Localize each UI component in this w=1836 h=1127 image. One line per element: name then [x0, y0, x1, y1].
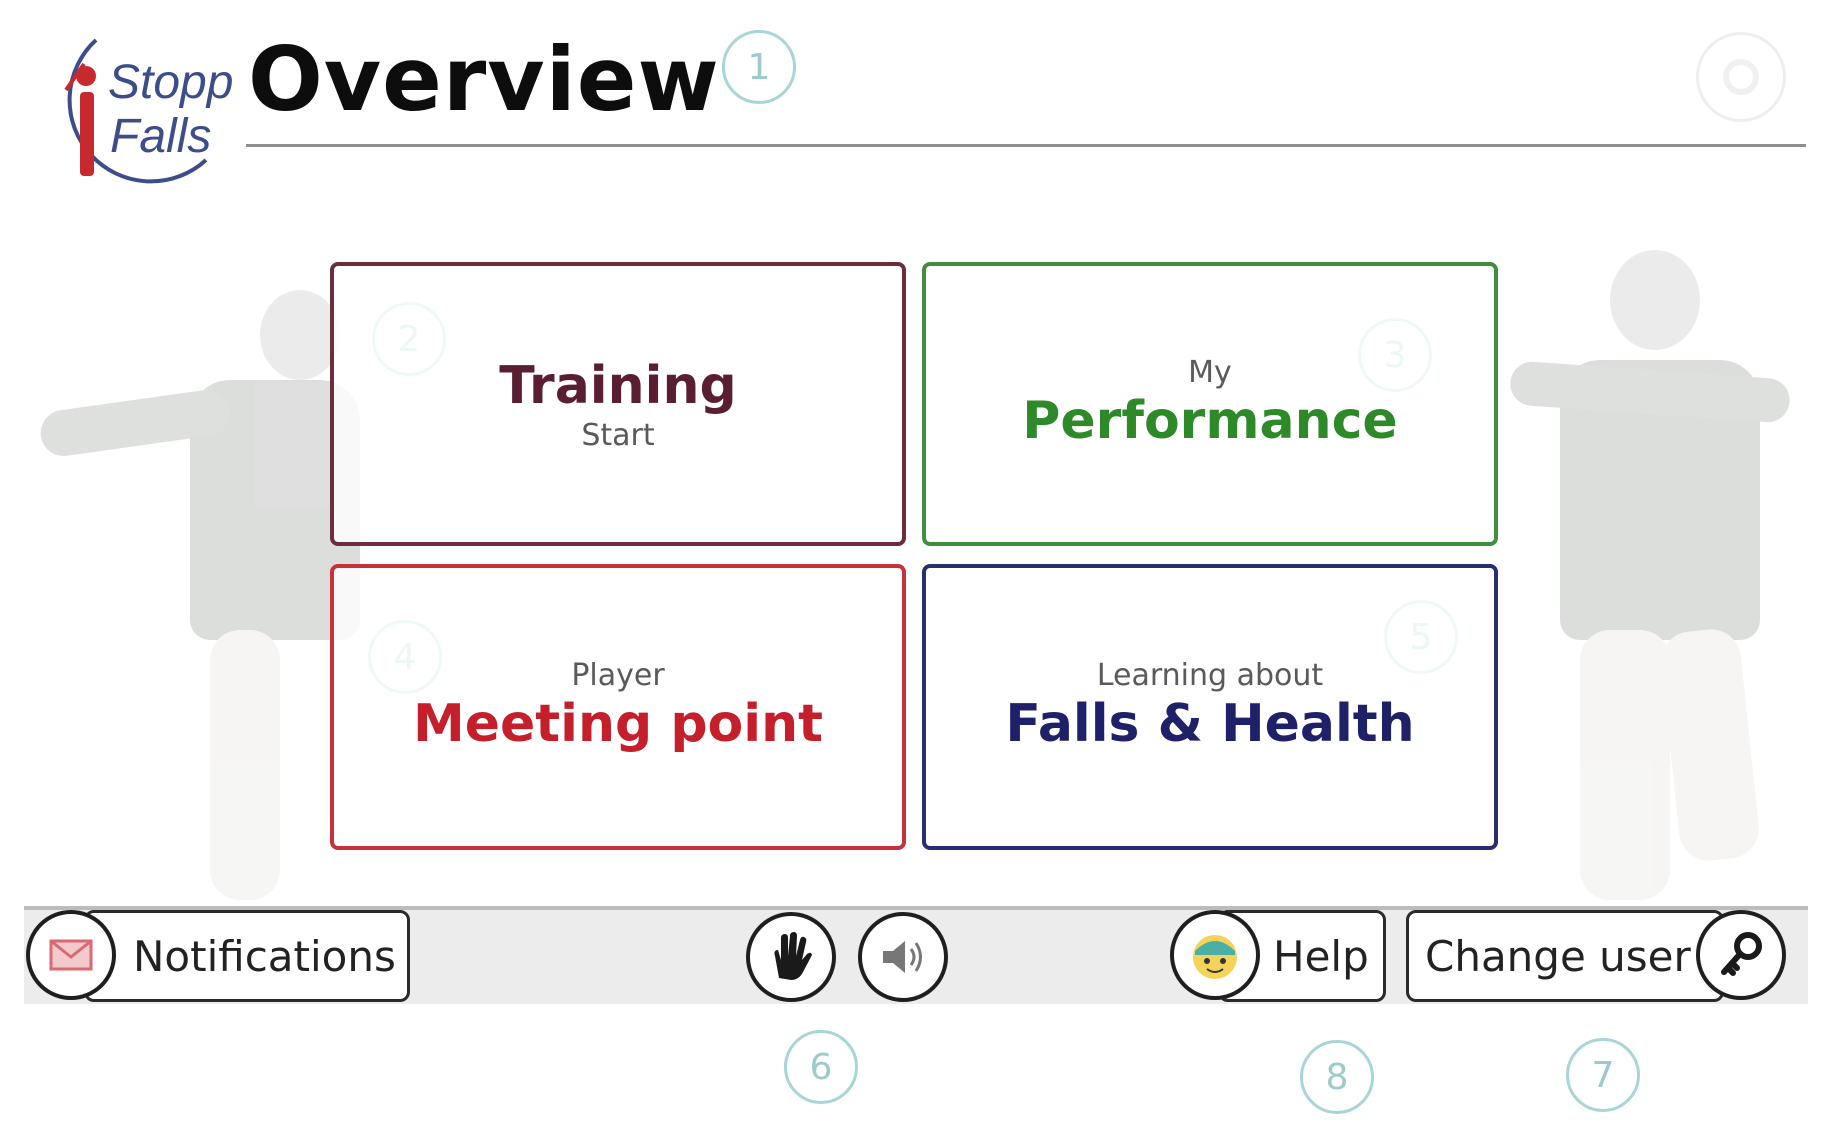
speaker-icon[interactable] — [858, 912, 948, 1002]
key-icon[interactable] — [1696, 910, 1786, 1000]
falls-health-subtitle: Learning about — [1096, 658, 1324, 694]
logo-text-falls: Falls — [110, 110, 211, 163]
training-title: Training — [499, 356, 737, 417]
callout-6: 6 — [784, 1030, 858, 1104]
logo-text-stopp: Stopp — [108, 56, 233, 109]
performance-title: Performance — [1022, 391, 1398, 452]
training-tile[interactable]: Training Start — [330, 262, 906, 546]
callout-8: 8 — [1300, 1040, 1374, 1114]
meeting-point-subtitle: Player — [571, 658, 665, 694]
notifications-label: Notifications — [133, 931, 396, 981]
stoppfalls-logo: Stopp Falls — [36, 20, 236, 200]
background-figure-right — [1500, 250, 1820, 900]
help-label: Help — [1273, 931, 1369, 981]
callout-1: 1 — [722, 30, 796, 104]
helper-face-icon[interactable] — [1170, 910, 1260, 1000]
performance-tile[interactable]: My Performance — [922, 262, 1498, 546]
hand-icon[interactable] — [746, 912, 836, 1002]
falls-health-tile[interactable]: Learning about Falls & Health — [922, 564, 1498, 850]
meeting-point-tile[interactable]: Player Meeting point — [330, 564, 906, 850]
falls-health-title: Falls & Health — [1005, 694, 1415, 755]
notifications-button[interactable]: Notifications — [84, 910, 410, 1002]
training-subtitle: Start — [581, 417, 655, 453]
settings-icon[interactable] — [1696, 32, 1786, 122]
header-divider — [246, 144, 1806, 147]
page-title: Overview — [248, 28, 720, 131]
envelope-icon[interactable] — [26, 910, 116, 1000]
performance-subtitle: My — [1188, 355, 1232, 391]
change-user-button[interactable]: Change user — [1406, 910, 1724, 1002]
callout-7: 7 — [1566, 1038, 1640, 1112]
change-user-label: Change user — [1425, 931, 1691, 981]
meeting-point-title: Meeting point — [413, 694, 823, 755]
background-figure-left — [30, 260, 360, 900]
